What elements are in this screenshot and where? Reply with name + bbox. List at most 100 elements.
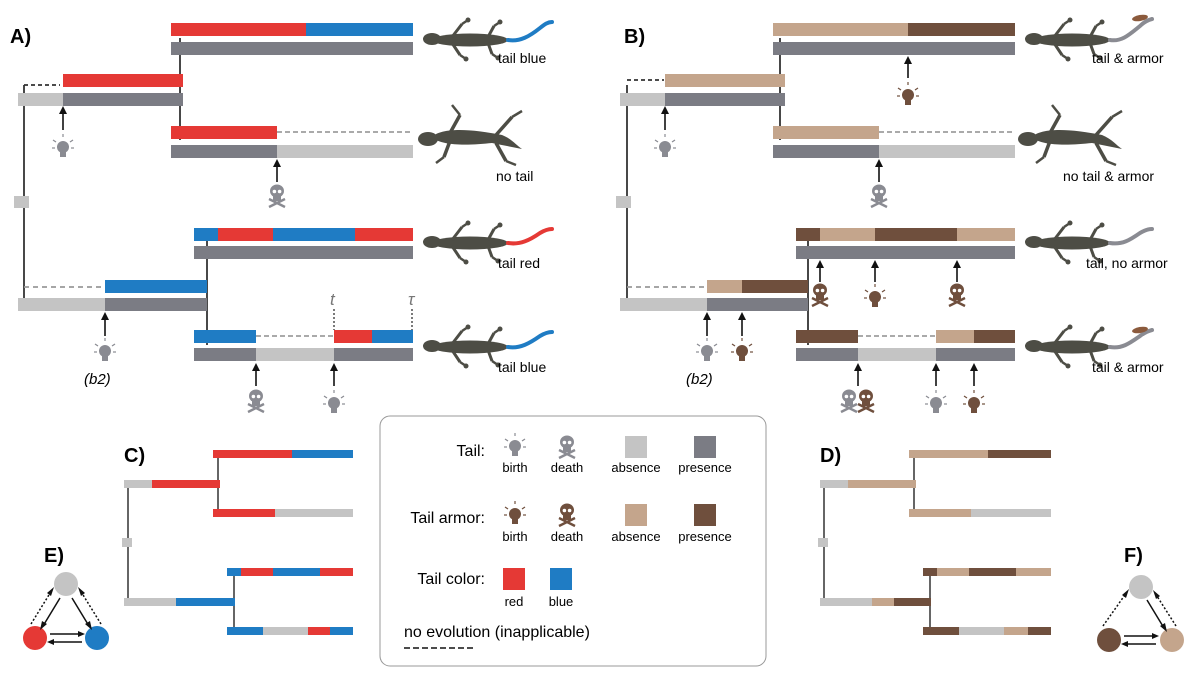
panel-e: E) xyxy=(23,545,109,650)
legend-label: red xyxy=(505,594,524,609)
tip-tail-present xyxy=(334,348,413,361)
tip-tail-present xyxy=(171,145,277,158)
tail-death-icon xyxy=(246,388,266,414)
armor-birth-icon xyxy=(962,389,986,414)
tip-color-bar xyxy=(194,330,256,343)
panel-c: C) xyxy=(122,445,353,635)
tip-tail-present xyxy=(936,348,1015,361)
tip-color-bar xyxy=(273,228,355,241)
legend-label: blue xyxy=(549,594,574,609)
branch-color-bar xyxy=(63,74,183,87)
branch-armor-absent xyxy=(707,280,742,293)
tip-armor-present xyxy=(875,228,957,241)
armor-death-icon xyxy=(810,282,830,308)
lizard-icon xyxy=(1023,219,1154,266)
tip-tail-present xyxy=(796,246,1015,259)
legend-label: presence xyxy=(678,460,731,475)
tip-armor-absent xyxy=(820,228,875,241)
legend-label: death xyxy=(551,460,584,475)
branch-tail-present xyxy=(707,298,808,311)
tip-armor-present xyxy=(796,228,820,241)
state-absent-node xyxy=(1129,575,1153,599)
tip-tail-present xyxy=(773,42,1015,55)
tip-armor-absent xyxy=(936,330,974,343)
armor-birth-icon xyxy=(896,81,920,106)
armor-death-icon xyxy=(856,388,876,414)
legend-tail-death-icon xyxy=(557,434,577,460)
tail-death-icon xyxy=(267,183,287,209)
panel-b-label: B) xyxy=(624,26,645,48)
legend-red-swatch xyxy=(503,568,525,590)
lizard-label: tail red xyxy=(498,255,540,271)
state-blue-node xyxy=(85,626,109,650)
panel-a-label: A) xyxy=(10,26,31,48)
lizard-label: tail blue xyxy=(498,359,546,375)
legend-tail-birth-icon xyxy=(503,432,527,457)
tip-armor-absent xyxy=(957,228,1015,241)
state-armor-absent-node xyxy=(1160,628,1184,652)
lizard-label: tail & armor xyxy=(1092,50,1164,66)
tip-armor-present xyxy=(974,330,1015,343)
tip-tail-present xyxy=(796,348,858,361)
branch-armor-absent xyxy=(665,74,785,87)
legend-armor-birth-icon xyxy=(503,500,527,525)
legend: Tail: birth death absence presence Tail … xyxy=(379,415,767,667)
lizard-icon xyxy=(421,323,554,370)
panel-c-label: C) xyxy=(124,445,145,467)
branch-tail-absent xyxy=(18,93,63,106)
branch-color-bar xyxy=(105,280,207,293)
tip-tail-absent xyxy=(858,348,936,361)
legend-label: birth xyxy=(502,460,527,475)
tail-birth-icon xyxy=(653,133,677,158)
tip-tail-present xyxy=(773,145,879,158)
tip-tail-absent xyxy=(277,145,413,158)
tail-birth-icon xyxy=(924,389,948,414)
state-armor-present-node xyxy=(1097,628,1121,652)
panel-d-label: D) xyxy=(820,445,841,467)
tail-birth-icon xyxy=(322,389,346,414)
tip-color-bar xyxy=(372,330,413,343)
legend-label: death xyxy=(551,529,584,544)
legend-tail-absence-swatch xyxy=(625,436,647,458)
panel-f-label: F) xyxy=(1124,545,1143,567)
lizard-icon xyxy=(1016,103,1124,167)
b2-label: (b2) xyxy=(84,371,111,388)
tip-tail-absent xyxy=(256,348,334,361)
tip-color-bar xyxy=(306,23,413,36)
lizard-icon xyxy=(1023,323,1154,370)
legend-blue-swatch xyxy=(550,568,572,590)
panel-d: D) xyxy=(818,445,1051,635)
t-label: t xyxy=(330,290,336,309)
tail-birth-icon xyxy=(93,337,117,362)
tip-armor-present xyxy=(796,330,858,343)
lizard-icon xyxy=(1023,14,1154,63)
tail-death-icon xyxy=(869,183,889,209)
tail-death-icon xyxy=(839,388,859,414)
legend-armor-absence-swatch xyxy=(625,504,647,526)
tip-tail-present xyxy=(171,42,413,55)
branch-tail-present xyxy=(63,93,183,106)
lizard-label: no tail & armor xyxy=(1063,168,1154,184)
legend-color-title: Tail color: xyxy=(417,571,485,588)
legend-label: birth xyxy=(502,529,527,544)
panel-a-arrows xyxy=(59,106,338,386)
tail-birth-icon xyxy=(695,337,719,362)
tau-label: τ xyxy=(408,290,416,309)
tip-color-bar xyxy=(334,330,372,343)
branch-tail-present xyxy=(665,93,785,106)
branch-armor-present xyxy=(742,280,808,293)
legend-armor-presence-swatch xyxy=(694,504,716,526)
legend-armor-title: Tail armor: xyxy=(410,510,485,527)
state-absent-node xyxy=(54,572,78,596)
legend-label: absence xyxy=(611,529,660,544)
root-marker xyxy=(616,196,631,208)
tail-birth-icon xyxy=(51,133,75,158)
panel-b-arrows xyxy=(661,56,978,386)
b2-label: (b2) xyxy=(686,371,713,388)
tip-color-bar xyxy=(171,23,306,36)
legend-label: absence xyxy=(611,460,660,475)
branch-tail-absent xyxy=(18,298,105,311)
root-marker xyxy=(14,196,29,208)
lizard-label: tail & armor xyxy=(1092,359,1164,375)
